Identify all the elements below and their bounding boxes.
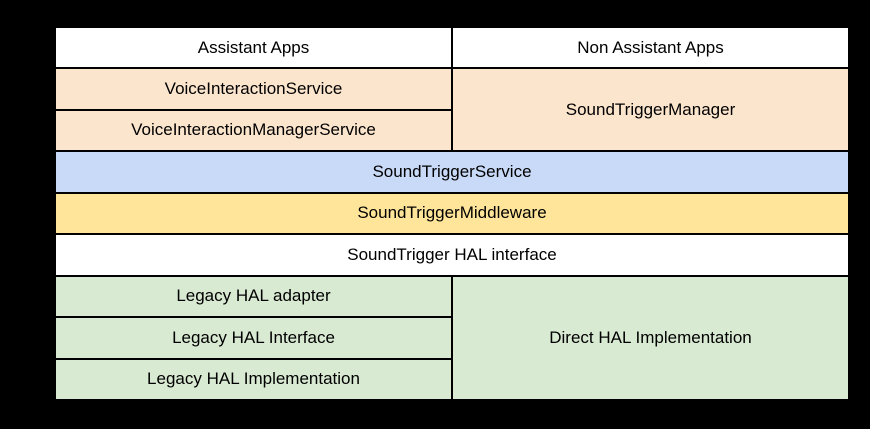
cell-sound-trigger-middleware: SoundTriggerMiddleware xyxy=(56,193,848,234)
soundtrigger-stack-diagram: Assistant Apps Non Assistant Apps VoiceI… xyxy=(54,26,850,401)
cell-legacy-hal-interface: Legacy HAL Interface xyxy=(56,318,451,358)
cell-direct-hal-implementation: Direct HAL Implementation xyxy=(453,276,848,399)
cell-legacy-hal-implementation: Legacy HAL Implementation xyxy=(56,359,451,399)
cell-assistant-apps: Assistant Apps xyxy=(56,28,451,68)
cell-voice-interaction-service: VoiceInteractionService xyxy=(56,69,451,109)
cell-sound-trigger-hal-interface: SoundTrigger HAL interface xyxy=(56,235,848,275)
cell-non-assistant-apps: Non Assistant Apps xyxy=(453,28,848,68)
cell-voice-interaction-manager-service: VoiceInteractionManagerService xyxy=(56,110,451,151)
cell-sound-trigger-manager: SoundTriggerManager xyxy=(453,69,848,151)
cell-legacy-hal-adapter: Legacy HAL adapter xyxy=(56,276,451,317)
cell-sound-trigger-service: SoundTriggerService xyxy=(56,152,848,192)
